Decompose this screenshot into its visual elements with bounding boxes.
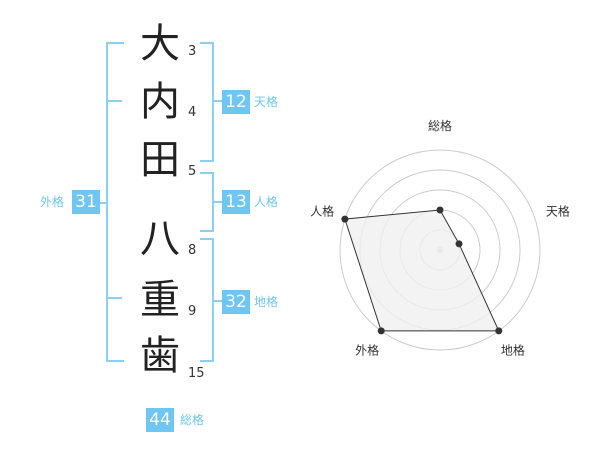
name-char-3: 田 <box>140 137 180 183</box>
radar-axis-label-2: 天格 <box>546 204 570 219</box>
tenkaku-label: 天格 <box>254 95 279 109</box>
radar-grid-ring <box>339 149 541 351</box>
stroke-count-4: 8 <box>188 243 197 258</box>
jinkaku-bracket <box>200 172 214 232</box>
radar-point-4 <box>377 327 385 335</box>
gaikaku-value-badge: 31 <box>72 190 100 214</box>
radar-axis-label-5: 人格 <box>310 204 334 219</box>
radar-value-polygon <box>344 209 500 332</box>
name-char-1: 大 <box>140 21 180 67</box>
tenkaku-value-badge: 12 <box>222 90 250 114</box>
radar-point-1 <box>436 206 444 214</box>
stroke-count-2: 4 <box>188 105 197 120</box>
chikaku-connector <box>214 300 222 302</box>
radar-axis-label-3: 地格 <box>501 342 525 357</box>
stroke-count-1: 3 <box>188 44 197 59</box>
radar-point-3 <box>495 327 503 335</box>
bracket-tick-upper <box>106 100 122 102</box>
bracket-tick-lower <box>106 297 122 299</box>
gaikaku-label: 外格 <box>40 195 65 209</box>
stroke-count-6: 15 <box>188 366 205 381</box>
name-char-2: 内 <box>140 79 180 125</box>
jinkaku-label: 人格 <box>254 195 279 209</box>
soukaku-value-badge: 44 <box>146 408 174 432</box>
radar-axis-label-1: 総格 <box>428 118 452 133</box>
jinkaku-value-badge: 13 <box>222 190 250 214</box>
tenkaku-connector <box>214 100 222 102</box>
radar-axis-label-4: 外格 <box>355 342 379 357</box>
name-char-6: 歯 <box>140 333 180 379</box>
radar-point-5 <box>341 215 349 223</box>
chikaku-bracket <box>200 238 214 362</box>
radar-point-2 <box>455 240 463 248</box>
name-char-4: 八 <box>140 216 180 262</box>
soukaku-label: 総格 <box>180 413 205 427</box>
stroke-count-3: 5 <box>188 164 197 179</box>
stroke-count-5: 9 <box>188 304 197 319</box>
gaikaku-connector <box>98 202 108 204</box>
chikaku-label: 地格 <box>254 295 279 309</box>
name-char-5: 重 <box>140 277 180 323</box>
chikaku-value-badge: 32 <box>222 290 250 314</box>
tenkaku-bracket <box>200 42 214 162</box>
jinkaku-connector <box>214 201 222 203</box>
